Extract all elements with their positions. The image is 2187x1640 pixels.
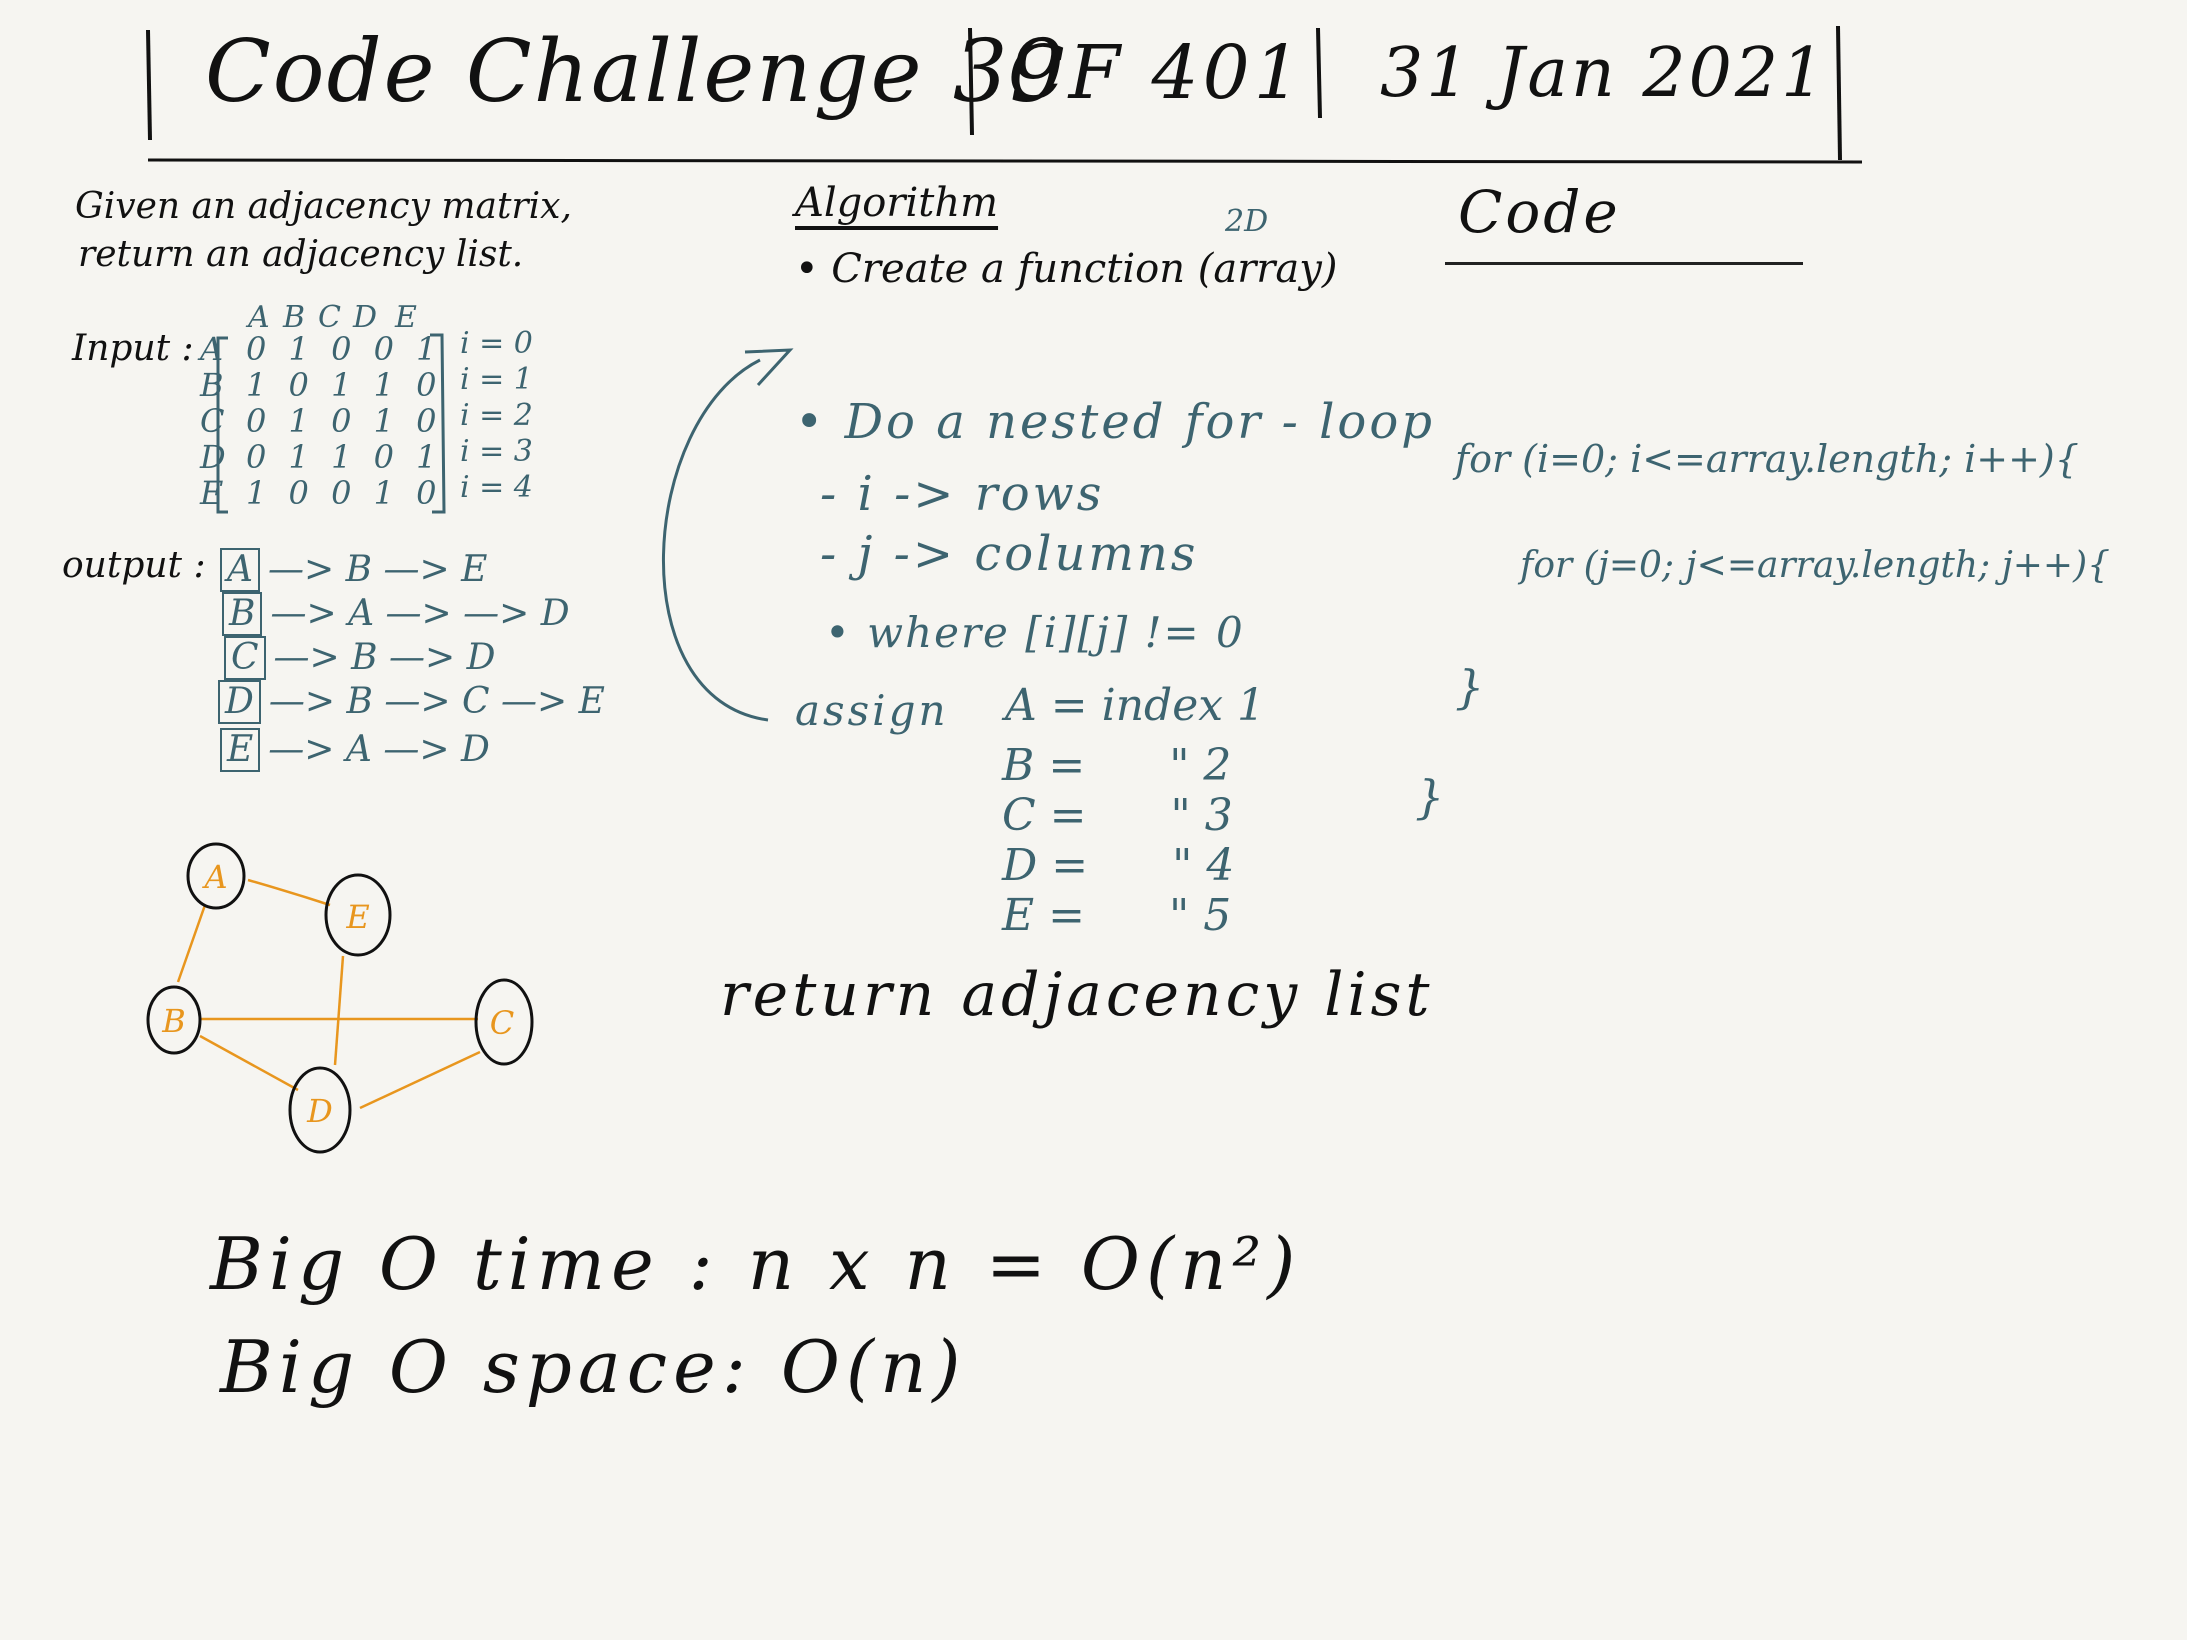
assign-row-b: B = " 2 [1002,740,1231,791]
output-edges-a: —> B —> E [268,549,488,590]
output-row-e: E—> A —> D [220,728,490,772]
output-row-d: D—> B —> C —> E [218,680,605,724]
algorithm-heading: Algorithm [795,180,999,226]
matrix-row-d: 0 1 1 0 1 [246,438,443,476]
step-assign: assign [795,686,949,735]
output-label: output : [62,545,206,586]
matrix-col-e: E [395,300,417,335]
problem-statement-line-1: Given an adjacency matrix, [75,186,572,227]
output-edges-e: —> A —> D [268,729,490,770]
edge-a-e [247,878,331,907]
matrix-row-index-b: i = 1 [460,362,533,397]
node-e-label: E [345,898,369,936]
node-a-circle [186,842,246,910]
edge-b-d [199,1034,299,1092]
assign-rhs-b: " 2 [1169,740,1232,791]
matrix-row-index-e: i = 4 [460,470,533,505]
matrix-col-d: D [353,300,378,335]
problem-statement-line-2: return an adjacency list. [78,234,524,275]
big-o-time: Big O time : n x n = O(n²) [210,1222,1302,1306]
input-label: Input : [72,328,194,369]
assign-rhs-d: " 4 [1172,840,1235,891]
assign-rhs-e: " 5 [1168,890,1232,941]
output-node-a: A [220,548,260,592]
output-edges-c: —> B —> D [273,637,496,678]
matrix-col-a: A [248,300,270,335]
step-create-function: • Create a function (array) [795,246,1338,292]
output-edges-d: —> B —> C —> E [268,681,605,722]
output-row-a: A—> B —> E [220,548,487,592]
assign-lhs-e: E = [1002,890,1085,941]
node-d-label: D [306,1092,333,1130]
assign-lhs-a: A = [1005,680,1088,731]
edge-e-d [333,955,345,1066]
code-outer-loop: for (i=0; i<=array.length; i++){ [1455,437,2079,481]
node-c-circle [474,978,534,1066]
assign-row-c: C = " 3 [1002,790,1233,841]
output-row-b: B—> A —> —> D [222,592,570,636]
node-e-circle [324,873,392,957]
step-where-condition: • where [i][j] != 0 [825,608,1245,657]
node-c-label: C [490,1004,514,1042]
assign-lhs-b: B = [1002,740,1086,791]
matrix-row-index-a: i = 0 [460,326,533,361]
code-closing-brace-outer: } [1415,770,1445,824]
node-b-circle [146,985,202,1055]
output-row-c: C—> B —> D [224,636,496,680]
matrix-row-index-d: i = 3 [460,434,533,469]
step-j-columns: - j -> columns [820,526,1199,582]
node-b-label: B [161,1002,186,1040]
output-edges-b: —> A —> —> D [270,593,570,634]
output-node-c: C [224,636,266,680]
step-i-rows: - i -> rows [820,466,1105,522]
matrix-row-label-b: B [200,366,224,404]
assign-lhs-c: C = [1002,790,1087,841]
matrix-row-label-a: A [200,330,224,368]
node-a-label: A [201,858,227,896]
course-label: CF 401 [1008,30,1305,116]
matrix-row-label-c: C [200,402,225,440]
code-heading-rule [1445,262,1803,265]
page-title: Code Challenge 39 [205,22,1067,122]
matrix-row-e: 1 0 0 1 0 [246,474,443,512]
matrix-col-c: C [318,300,341,335]
matrix-col-b: B [283,300,306,335]
assign-row-d: D = " 4 [1002,840,1234,891]
assign-lhs-d: D = [1002,840,1089,891]
assign-row-a: A = index 1 [1005,680,1265,731]
matrix-row-c: 0 1 0 1 0 [246,402,443,440]
edge-c-d [359,1050,481,1110]
matrix-row-index-c: i = 2 [460,398,533,433]
output-node-b: B [222,592,263,636]
date-label: 31 Jan 2021 [1380,34,1828,113]
code-inner-loop: for (j=0; j<=array.length; j++){ [1520,545,2111,586]
assign-row-e: E = " 5 [1002,890,1231,941]
matrix-row-a: 0 1 0 0 1 [246,330,443,368]
big-o-space: Big O space: O(n) [220,1325,967,1409]
assign-rhs-c: " 3 [1170,790,1233,841]
note-2d: 2D [1225,204,1269,239]
node-d-circle [288,1066,352,1154]
code-heading: Code [1458,178,1621,246]
output-node-d: D [218,680,261,724]
matrix-row-label-d: D [200,438,226,476]
assign-rhs-a: index 1 [1101,680,1266,731]
return-adjacency-list: return adjacency list [720,960,1434,1030]
code-closing-brace-inner: } [1455,660,1485,714]
matrix-row-label-e: E [200,474,224,512]
edge-a-b [176,904,207,983]
step-nested-loop: • Do a nested for - loop [795,394,1435,450]
output-node-e: E [220,728,261,772]
matrix-row-b: 1 0 1 1 0 [246,366,443,404]
